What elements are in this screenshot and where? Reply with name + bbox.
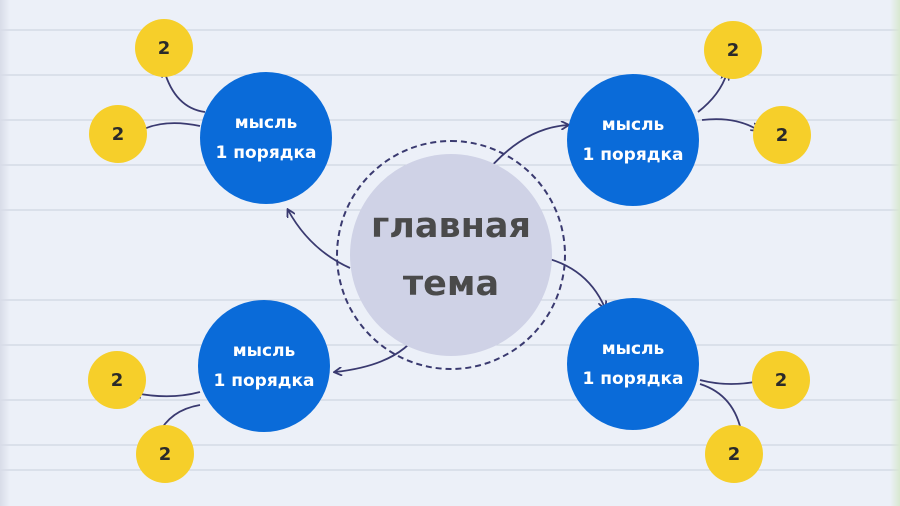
primary-node-bottom-right: мысль 1 порядка <box>567 298 699 430</box>
secondary-node-tl-left: 2 <box>89 105 147 163</box>
primary-node-line2: 1 порядка <box>213 371 315 391</box>
secondary-node-label: 2 <box>111 123 125 145</box>
secondary-node-label: 2 <box>157 37 171 59</box>
primary-node-top-left: мысль 1 порядка <box>200 72 332 204</box>
secondary-node-label: 2 <box>774 369 788 391</box>
center-dashed-ring <box>336 140 566 370</box>
arrow-tr-to-secondary-top <box>697 73 727 113</box>
secondary-node-label: 2 <box>726 39 740 61</box>
primary-node-top-right: мысль 1 порядка <box>567 74 699 206</box>
secondary-node-br-right: 2 <box>752 351 810 409</box>
secondary-node-label: 2 <box>727 443 741 465</box>
primary-node-line1: мысль <box>234 113 298 133</box>
secondary-node-label: 2 <box>775 124 789 146</box>
main-topic-line1: главная <box>371 206 531 246</box>
primary-node-line1: мысль <box>232 341 296 361</box>
secondary-node-label: 2 <box>158 443 172 465</box>
arrow-tl-to-secondary-left <box>138 122 201 132</box>
primary-node-line2: 1 порядка <box>215 143 317 163</box>
secondary-node-tr-right: 2 <box>753 106 811 164</box>
secondary-node-bl-left: 2 <box>88 351 146 409</box>
arrow-bl-to-secondary-left <box>135 392 201 396</box>
secondary-node-tl-top: 2 <box>135 19 193 77</box>
secondary-node-tr-top: 2 <box>704 21 762 79</box>
main-topic-line2: тема <box>402 264 500 304</box>
secondary-node-bl-bottom: 2 <box>136 425 194 483</box>
primary-node-line2: 1 порядка <box>582 369 684 389</box>
primary-node-line2: 1 порядка <box>582 145 684 165</box>
secondary-node-br-bottom: 2 <box>705 425 763 483</box>
frame-left-edge <box>0 0 10 506</box>
secondary-node-label: 2 <box>110 369 124 391</box>
primary-node-line1: мысль <box>601 339 665 359</box>
primary-node-bottom-left: мысль 1 порядка <box>198 300 330 432</box>
main-topic-node: главная тема <box>350 154 552 356</box>
primary-node-line1: мысль <box>601 115 665 135</box>
arrow-tr-to-secondary-right <box>701 118 758 130</box>
frame-right-edge <box>890 0 900 506</box>
